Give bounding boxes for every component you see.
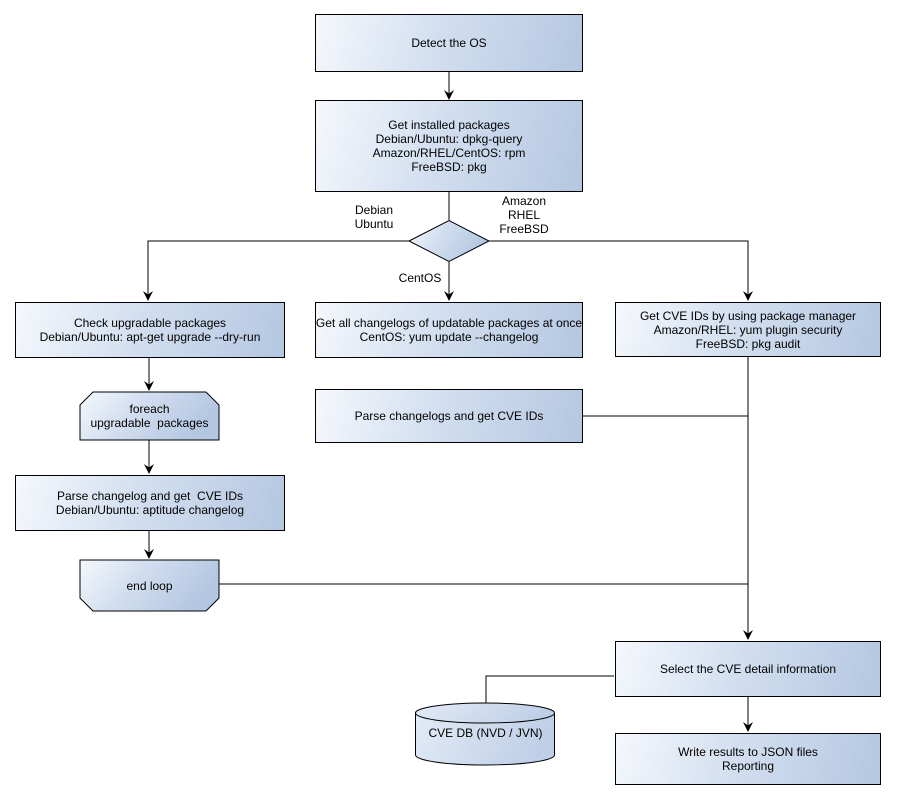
edge-label-centos: CentOS: [398, 271, 442, 285]
node-check-upgradable-packages: Check upgradable packages Debian/Ubuntu:…: [15, 302, 285, 358]
end-loop-shape: [79, 559, 220, 612]
node-write-results-reporting: Write results to JSON files Reporting: [615, 733, 881, 785]
foreach-loop-shape: [79, 391, 220, 441]
node-select-cve-detail: Select the CVE detail information: [615, 641, 881, 697]
edge-decision-to-get-cve-ids: [489, 240, 753, 301]
edge-cvedb-to-select: [485, 675, 614, 703]
node-parse-changelogs-centos: Parse changelogs and get CVE IDs: [315, 389, 583, 443]
node-get-all-changelogs: Get all changelogs of updatable packages…: [315, 302, 583, 358]
decision-os-diamond: [407, 219, 491, 263]
edge-label-amazon-rhel-freebsd: Amazon RHEL FreeBSD: [499, 194, 549, 236]
edge-decision-to-check-upgradable: [143, 240, 409, 301]
foreach-loop-label: foreach upgradable packages: [90, 402, 209, 430]
edge-label-debian-ubuntu: Debian Ubuntu: [354, 203, 394, 231]
node-detect-os: Detect the OS: [315, 14, 583, 72]
cve-db-cylinder: [415, 702, 555, 766]
node-get-installed-packages: Get installed packages Debian/Ubuntu: dp…: [315, 100, 583, 192]
end-loop-label: end loop: [126, 578, 173, 593]
node-parse-changelog-debian: Parse changelog and get CVE IDs Debian/U…: [15, 475, 285, 531]
cve-db-label: CVE DB (NVD / JVN): [428, 726, 543, 740]
node-get-cve-ids-pkg-manager: Get CVE IDs by using package manager Ama…: [615, 302, 881, 357]
